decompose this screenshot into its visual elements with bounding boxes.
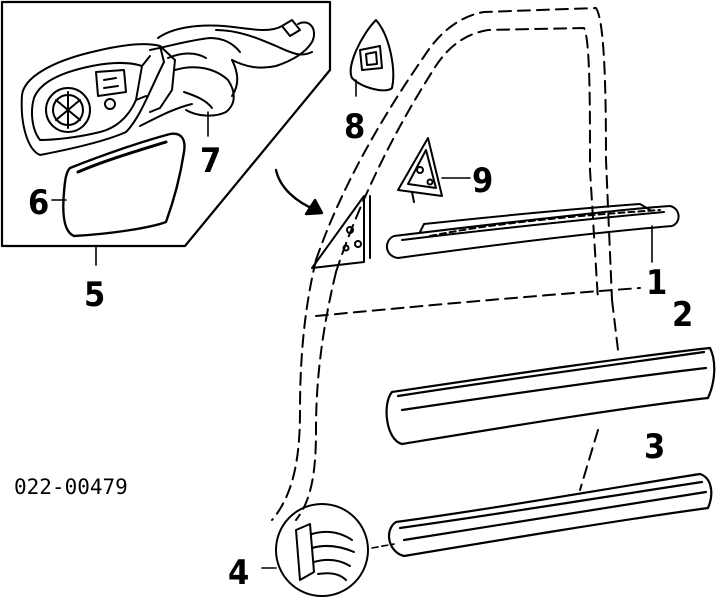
callout-7: 7 bbox=[200, 141, 221, 181]
part-8-corner-trim bbox=[349, 19, 395, 97]
callout-labels: 1 2 3 4 5 6 7 8 9 022-00479 bbox=[14, 107, 693, 593]
callout-3: 3 bbox=[644, 427, 665, 467]
callout-8: 8 bbox=[344, 107, 365, 147]
callout-1: 1 bbox=[646, 263, 667, 303]
outside-mirror-assembly bbox=[20, 19, 316, 238]
door-outline bbox=[271, 7, 641, 521]
callout-5: 5 bbox=[84, 275, 105, 315]
callout-4: 4 bbox=[228, 553, 249, 593]
door-mirror-bracket bbox=[311, 195, 371, 269]
direction-arrow bbox=[274, 168, 324, 216]
part-9-triangle-trim bbox=[397, 137, 471, 203]
part-2-body-moulding bbox=[385, 346, 716, 446]
callout-2: 2 bbox=[672, 295, 693, 335]
inset-leader-lines bbox=[51, 111, 209, 266]
part-3-rocker-moulding bbox=[371, 472, 713, 558]
part-number-label: 022-00479 bbox=[14, 475, 128, 499]
part-1-belt-moulding bbox=[386, 203, 680, 263]
mirror-inset-box bbox=[0, 0, 332, 248]
callout-6: 6 bbox=[28, 183, 49, 223]
callout-9: 9 bbox=[472, 161, 493, 201]
part-4-clip-detail bbox=[261, 503, 369, 597]
